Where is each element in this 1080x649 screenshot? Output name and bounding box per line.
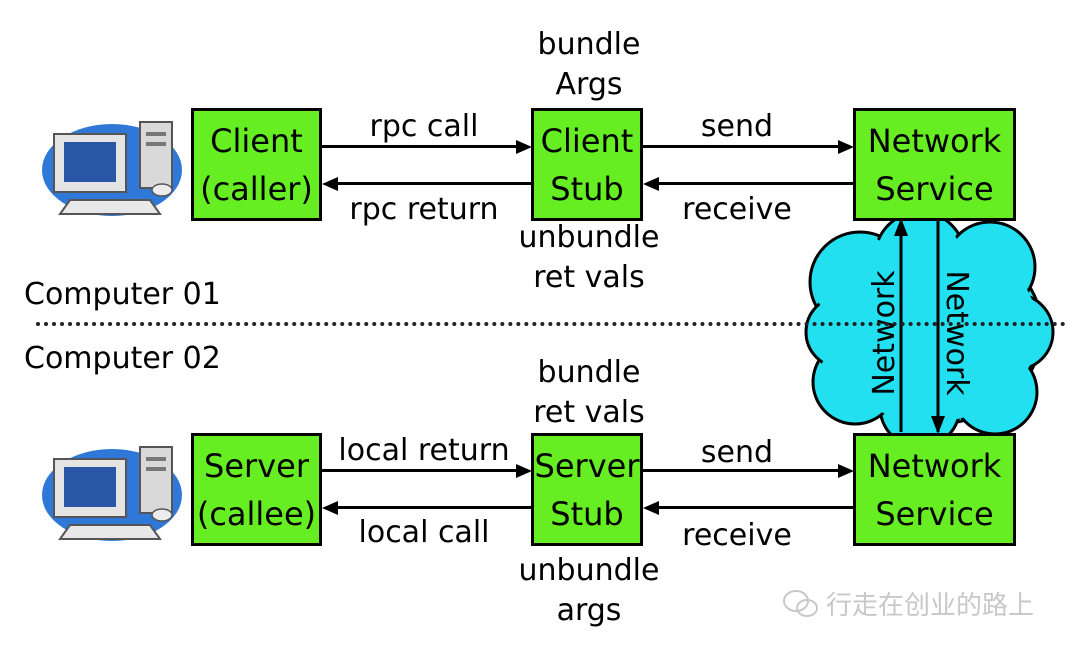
arrowhead: [322, 501, 338, 515]
send-label-bottom: send: [700, 435, 774, 470]
arrowhead: [643, 177, 659, 191]
server-stub-above-line1: bundle: [537, 355, 641, 390]
network-service-box-top: Network Service: [853, 108, 1016, 221]
server-box: Server (callee): [191, 433, 322, 546]
computer-icon: [42, 121, 182, 216]
network-service-box-bottom: Network Service: [853, 433, 1016, 546]
server-stub-below-line2: args: [556, 593, 622, 628]
client-stub-above-line1: bundle: [537, 27, 641, 62]
receive-label-top: receive: [682, 192, 792, 227]
cloud-label-up: Network: [867, 270, 902, 396]
network-service-bottom-line1: Network: [867, 446, 1002, 485]
send-arrow-bottom: [643, 469, 839, 472]
computer-divider: [36, 322, 1066, 326]
wechat-icon: [783, 589, 818, 617]
client-box-line1: Client: [210, 121, 303, 160]
server-stub-line2: Stub: [550, 494, 624, 533]
client-stub-line2: Stub: [550, 169, 624, 208]
rpc-return-label: rpc return: [349, 192, 499, 227]
watermark-text: 行走在创业的路上: [826, 591, 1035, 621]
arrowhead: [838, 140, 854, 154]
send-label-top: send: [700, 109, 774, 144]
client-stub-above-line2: Args: [555, 67, 623, 102]
local-call-arrow: [336, 506, 531, 509]
arrowhead: [322, 177, 338, 191]
client-box-line2: (caller): [200, 169, 313, 208]
server-stub-above-line2: ret vals: [533, 395, 645, 430]
network-service-top-line2: Service: [875, 169, 994, 208]
client-stub-below-line1: unbundle: [518, 220, 660, 255]
server-stub-box: Server Stub: [531, 433, 643, 546]
local-return-arrow: [322, 469, 518, 472]
network-cloud: [804, 212, 1055, 444]
client-stub-line1: Client: [540, 121, 634, 160]
rpc-call-label: rpc call: [369, 109, 479, 144]
computer-icon: [42, 446, 182, 541]
client-stub-box: Client Stub: [531, 108, 643, 221]
server-box-line1: Server: [204, 446, 309, 485]
arrowhead: [838, 464, 854, 478]
cloud-label-down: Network: [939, 270, 974, 396]
local-call-label: local call: [358, 515, 490, 550]
computer-02-label: Computer 02: [24, 341, 221, 376]
server-box-line2: (callee): [196, 494, 317, 533]
receive-arrow-bottom: [657, 506, 853, 509]
receive-arrow-top: [657, 182, 853, 185]
client-box: Client (caller): [191, 108, 322, 221]
server-stub-line1: Server: [534, 446, 640, 485]
client-stub-below-line2: ret vals: [533, 260, 645, 295]
watermark: 行走在创业的路上: [782, 585, 1034, 622]
rpc-call-arrow: [322, 145, 518, 148]
receive-label-bottom: receive: [682, 518, 792, 553]
network-service-bottom-line2: Service: [875, 494, 994, 533]
server-stub-below-line1: unbundle: [518, 553, 660, 588]
send-arrow-top: [643, 145, 839, 148]
arrowhead: [516, 140, 532, 154]
network-service-top-line1: Network: [867, 121, 1002, 160]
arrowhead: [516, 464, 532, 478]
local-return-label: local return: [338, 433, 510, 468]
arrowhead: [643, 501, 659, 515]
computer-01-label: Computer 01: [24, 277, 221, 312]
rpc-return-arrow: [336, 182, 531, 185]
